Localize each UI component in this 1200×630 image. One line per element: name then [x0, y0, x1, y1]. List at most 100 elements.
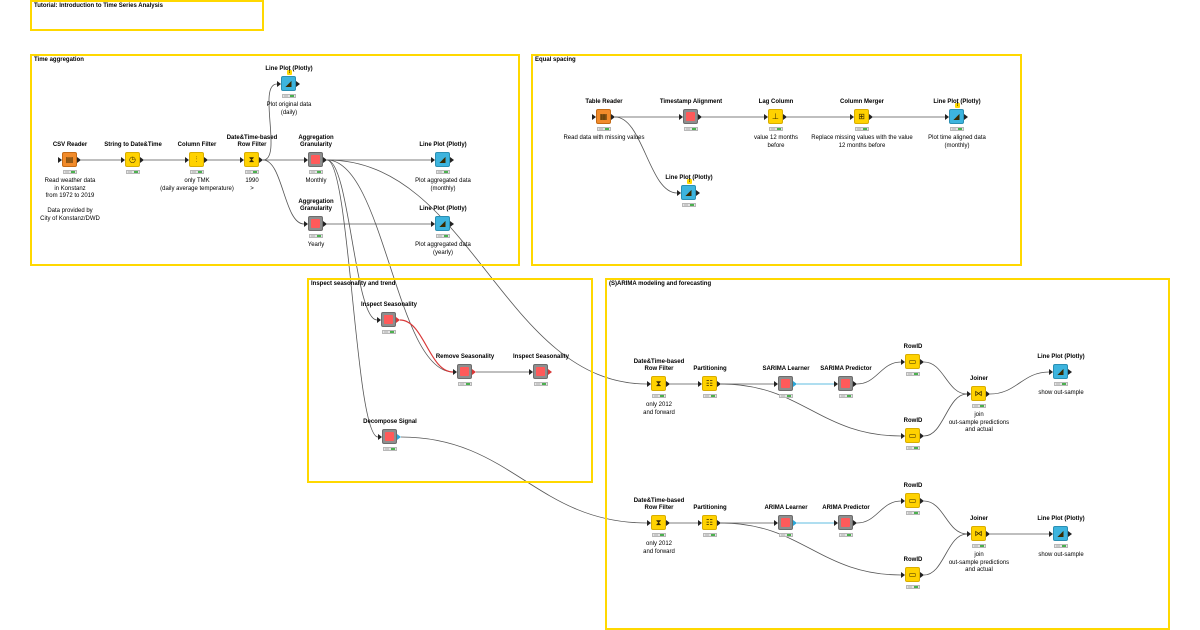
connection-rowid-3-to-joiner-2[interactable] [923, 500, 968, 535]
input-port[interactable] [58, 157, 62, 163]
output-port[interactable] [666, 381, 670, 387]
node-lag-column[interactable]: Lag Column⊥value 12 months before [726, 99, 826, 149]
connection-table-reader-to-line-plot-missing[interactable] [614, 116, 678, 194]
input-port[interactable] [185, 157, 189, 163]
connection-rowid-4-to-joiner-2[interactable] [923, 533, 968, 576]
output-port[interactable] [783, 114, 787, 120]
output-port[interactable] [920, 498, 924, 504]
output-port[interactable] [793, 520, 797, 526]
arima-learner-icon[interactable] [778, 515, 793, 530]
output-port[interactable] [472, 369, 476, 375]
input-port[interactable] [647, 381, 651, 387]
input-port[interactable] [431, 221, 435, 227]
connection-dt-row-filter-1-to-agg-yearly[interactable] [262, 159, 305, 225]
rowid-icon[interactable]: ▭ [905, 354, 920, 369]
remove-seasonality-icon[interactable] [457, 364, 472, 379]
input-port[interactable] [431, 157, 435, 163]
output-port[interactable] [450, 157, 454, 163]
rowid-icon[interactable]: ▭ [905, 493, 920, 508]
timestamp-alignment-icon[interactable] [683, 109, 698, 124]
output-port[interactable] [1068, 369, 1072, 375]
node-decompose[interactable]: Decompose Signal [340, 419, 440, 451]
node-line-plot-aligned[interactable]: Line Plot (Plotly)◢!Plot time aligned da… [907, 99, 1007, 149]
input-port[interactable] [834, 520, 838, 526]
workflow-title-annotation[interactable]: Tutorial: Introduction to Time Series An… [30, 0, 264, 31]
connection-rowid-1-to-joiner-1[interactable] [923, 361, 968, 395]
joiner-icon[interactable]: ⋈ [971, 526, 986, 541]
input-port[interactable] [378, 434, 382, 440]
node-dt-row-filter-2[interactable]: Date&Time-based Row Filter⧗only 2012 and… [609, 359, 709, 416]
input-port[interactable] [304, 221, 308, 227]
node-column-merger[interactable]: Column Merger⊞Replace missing values wit… [811, 99, 912, 149]
input-port[interactable] [834, 381, 838, 387]
node-arima-predictor[interactable]: ARIMA Predictor [796, 505, 896, 537]
node-arima-learner[interactable]: ARIMA Learner [736, 505, 836, 537]
connection-agg-monthly-to-dt-row-filter-2[interactable] [326, 159, 648, 385]
connection-agg-monthly-to-decompose[interactable] [326, 159, 379, 438]
output-port[interactable] [140, 157, 144, 163]
node-inspect-season-2[interactable]: Inspect Seasonality [491, 354, 591, 386]
output-port[interactable] [853, 381, 857, 387]
arima-predictor-icon[interactable] [838, 515, 853, 530]
input-port[interactable] [774, 381, 778, 387]
joiner-icon[interactable]: ⋈ [971, 386, 986, 401]
input-port[interactable] [764, 114, 768, 120]
node-string-to-dt[interactable]: String to Date&Time◷ [83, 142, 183, 174]
partitioning-icon[interactable]: ☷ [702, 515, 717, 530]
connection-sarima-predictor-to-rowid-1[interactable] [856, 361, 902, 385]
node-partitioning-1[interactable]: Partitioning☷ [660, 366, 760, 398]
connection-agg-monthly-to-inspect-season-1[interactable] [326, 159, 378, 321]
output-port[interactable] [450, 221, 454, 227]
node-partitioning-2[interactable]: Partitioning☷ [660, 505, 760, 537]
node-joiner-1[interactable]: Joiner⋈join out-sample predictions and a… [929, 376, 1029, 433]
node-line-plot-missing[interactable]: Line Plot (Plotly)◢! [639, 175, 739, 207]
output-port[interactable] [696, 190, 700, 196]
node-sarima-learner[interactable]: SARIMA Learner [736, 366, 836, 398]
input-port[interactable] [304, 157, 308, 163]
string-to-datetime-icon[interactable]: ◷ [125, 152, 140, 167]
connection-dt-row-filter-1-to-line-plot-orig[interactable] [262, 83, 278, 161]
datetime-row-filter-icon[interactable]: ⧗ [651, 515, 666, 530]
line-plot-icon[interactable]: ◢ [1053, 526, 1068, 541]
input-port[interactable] [850, 114, 854, 120]
node-joiner-2[interactable]: Joiner⋈join out-sample predictions and a… [929, 516, 1029, 573]
output-port[interactable] [869, 114, 873, 120]
line-plot-icon[interactable]: ◢ [281, 76, 296, 91]
connection-partitioning-1-to-rowid-2[interactable] [720, 383, 902, 437]
output-port[interactable] [397, 434, 401, 440]
node-timestamp-align[interactable]: Timestamp Alignment [641, 99, 741, 131]
node-line-plot-yearly[interactable]: Line Plot (Plotly)◢Plot aggregated data … [393, 206, 493, 256]
input-port[interactable] [698, 381, 702, 387]
annotation-time-aggregation[interactable]: Time aggregation [30, 54, 520, 266]
connection-rowid-2-to-joiner-1[interactable] [923, 393, 968, 437]
input-port[interactable] [945, 114, 949, 120]
output-port[interactable] [548, 369, 552, 375]
input-port[interactable] [453, 369, 457, 375]
output-port[interactable] [717, 520, 721, 526]
input-port[interactable] [967, 391, 971, 397]
input-port[interactable] [647, 520, 651, 526]
output-port[interactable] [986, 531, 990, 537]
column-merger-icon[interactable]: ⊞ [854, 109, 869, 124]
partitioning-icon[interactable]: ☷ [702, 376, 717, 391]
output-port[interactable] [986, 391, 990, 397]
input-port[interactable] [901, 572, 905, 578]
annotation-seasonality[interactable]: Inspect seasonality and trend [307, 278, 593, 483]
decompose-signal-icon[interactable] [382, 429, 397, 444]
line-plot-icon[interactable]: ◢ [435, 152, 450, 167]
output-port[interactable] [793, 381, 797, 387]
line-plot-icon[interactable]: ◢ [681, 185, 696, 200]
node-column-filter[interactable]: Column Filter⫶only TMK (daily average te… [147, 142, 247, 192]
connection-inspect-season-1-to-remove-season[interactable] [399, 319, 454, 373]
node-remove-season[interactable]: Remove Seasonality [415, 354, 515, 386]
inspect-seasonality-icon[interactable] [381, 312, 396, 327]
line-plot-icon[interactable]: ◢ [949, 109, 964, 124]
output-port[interactable] [1068, 531, 1072, 537]
input-port[interactable] [901, 433, 905, 439]
aggregation-component-icon[interactable] [308, 216, 323, 231]
output-port[interactable] [717, 381, 721, 387]
output-port[interactable] [296, 81, 300, 87]
connection-agg-monthly-to-remove-season[interactable] [326, 159, 454, 373]
node-rowid-4[interactable]: RowID▭ [863, 557, 963, 589]
input-port[interactable] [592, 114, 596, 120]
